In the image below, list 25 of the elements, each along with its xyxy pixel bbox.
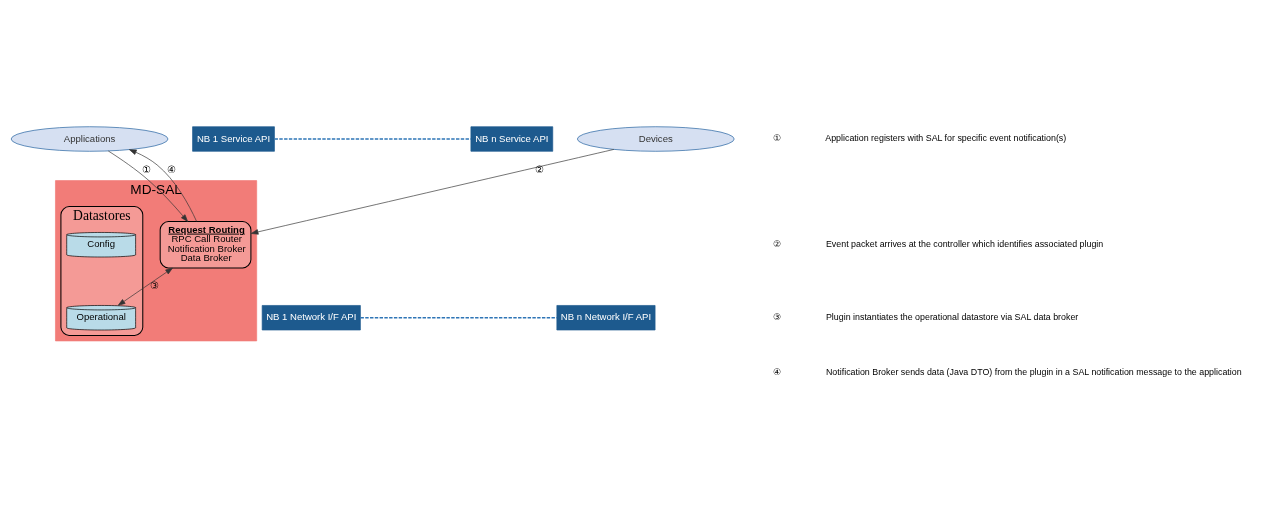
arrow	[117, 267, 173, 306]
label: ③	[773, 312, 782, 323]
node-box: NB 1 Network I/F API	[261, 305, 361, 331]
edge-label: ④	[166, 163, 176, 175]
label: Event packet arrives at the controller which identifies associated plugin	[825, 239, 1104, 250]
label: ④	[773, 367, 782, 378]
arrow	[129, 149, 197, 222]
arrow	[250, 149, 615, 235]
edge-label: ③	[150, 280, 160, 292]
connector	[359, 317, 558, 319]
edge-label: ②	[534, 163, 544, 175]
node-box: NB 1 Service API	[192, 126, 275, 152]
label: Application registers with SAL for specific event notification(s)	[825, 133, 1067, 144]
label: Notification Broker sends data (Java DTO) from the plugin in a SAL notification message to the application	[825, 367, 1242, 378]
edge-label: ①	[142, 163, 152, 175]
label: ②	[773, 239, 782, 250]
node-ellipse: Applications	[10, 126, 169, 152]
connector	[273, 138, 472, 140]
node-box: NB n Service API	[470, 126, 554, 152]
node-box: Request Routing RPC Call Router Notification Broker Data Broker	[159, 221, 252, 269]
node-ellipse: Devices	[577, 126, 735, 152]
arrow	[107, 150, 188, 222]
label: Plugin instantiates the operational datastore via SAL data broker	[825, 312, 1079, 323]
node-box: NB n Network I/F API	[556, 305, 656, 331]
label: ①	[773, 133, 782, 144]
